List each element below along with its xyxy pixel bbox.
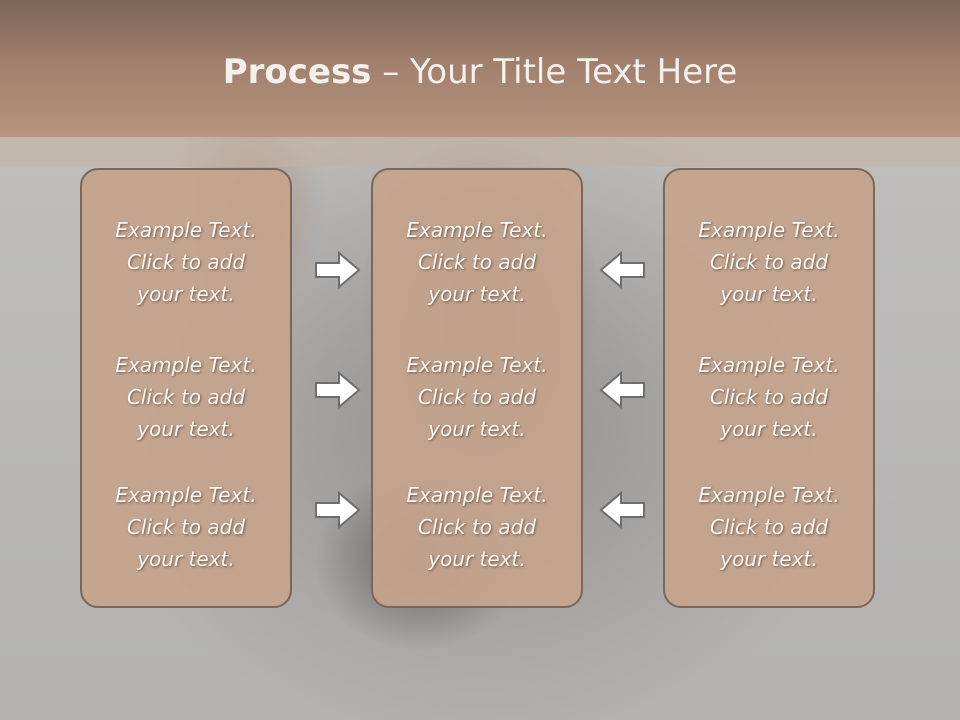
title-bold: Process — [222, 52, 372, 92]
arrow-left-icon — [599, 491, 645, 529]
arrow-right-icon — [315, 491, 361, 529]
arrow-left-icon — [599, 251, 645, 289]
slide-title[interactable]: Process – Your Title Text Here — [0, 52, 960, 92]
text-block[interactable]: Example Text. Click to add your text. — [373, 214, 581, 310]
text-line: Click to add — [709, 385, 829, 409]
text-line: Click to add — [417, 385, 537, 409]
text-line: Click to add — [709, 515, 829, 539]
text-line: Click to add — [417, 250, 537, 274]
text-line: Click to add — [417, 515, 537, 539]
arrow-left-icon — [599, 371, 645, 409]
text-line: Example Text. — [115, 483, 257, 507]
right-panel[interactable]: Example Text. Click to add your text. Ex… — [663, 168, 875, 608]
text-line: your text. — [720, 282, 818, 306]
text-block[interactable]: Example Text. Click to add your text. — [665, 479, 873, 575]
arrow-right-icon — [315, 371, 361, 409]
text-line: your text. — [428, 282, 526, 306]
text-line: Click to add — [126, 385, 246, 409]
text-line: your text. — [428, 417, 526, 441]
text-line: your text. — [720, 417, 818, 441]
middle-panel[interactable]: Example Text. Click to add your text. Ex… — [371, 168, 583, 608]
text-block[interactable]: Example Text. Click to add your text. — [82, 479, 290, 575]
text-line: Click to add — [126, 515, 246, 539]
left-panel[interactable]: Example Text. Click to add your text. Ex… — [80, 168, 292, 608]
text-line: Example Text. — [115, 218, 257, 242]
text-line: Example Text. — [406, 353, 548, 377]
title-rest: – Your Title Text Here — [371, 52, 738, 92]
text-line: Example Text. — [698, 353, 840, 377]
text-line: Click to add — [709, 250, 829, 274]
text-block[interactable]: Example Text. Click to add your text. — [82, 214, 290, 310]
text-block[interactable]: Example Text. Click to add your text. — [373, 479, 581, 575]
text-line: your text. — [137, 282, 235, 306]
title-bar — [0, 0, 960, 137]
text-block[interactable]: Example Text. Click to add your text. — [373, 349, 581, 445]
text-line: Click to add — [126, 250, 246, 274]
text-line: your text. — [137, 417, 235, 441]
text-block[interactable]: Example Text. Click to add your text. — [665, 349, 873, 445]
text-line: your text. — [428, 547, 526, 571]
text-line: your text. — [137, 547, 235, 571]
text-block[interactable]: Example Text. Click to add your text. — [665, 214, 873, 310]
title-band — [0, 137, 960, 167]
text-line: Example Text. — [698, 218, 840, 242]
text-line: Example Text. — [115, 353, 257, 377]
text-line: Example Text. — [406, 218, 548, 242]
arrow-right-icon — [315, 251, 361, 289]
text-block[interactable]: Example Text. Click to add your text. — [82, 349, 290, 445]
text-line: Example Text. — [698, 483, 840, 507]
text-line: Example Text. — [406, 483, 548, 507]
text-line: your text. — [720, 547, 818, 571]
